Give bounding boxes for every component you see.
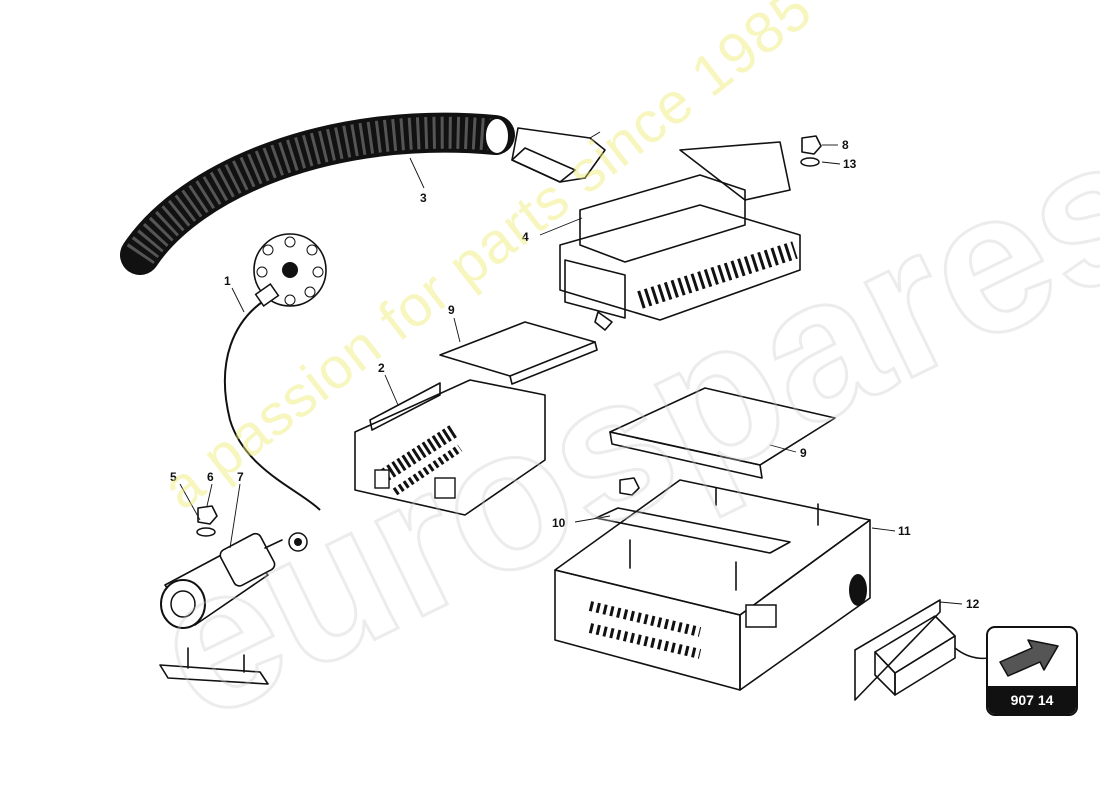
nut-8	[801, 135, 822, 155]
washer-13	[800, 157, 820, 167]
callout-1: 1	[224, 274, 231, 288]
control-unit	[559, 141, 801, 331]
callout-9-lower: 9	[800, 446, 807, 460]
callout-8: 8	[842, 138, 849, 152]
callout-10: 10	[552, 516, 566, 530]
callout-9-upper: 9	[448, 303, 455, 317]
chassis-box	[554, 479, 871, 691]
callout-2: 2	[378, 361, 385, 375]
reference-code: 907 14	[988, 686, 1076, 714]
arrow-icon	[999, 639, 1059, 677]
callout-13: 13	[843, 157, 857, 171]
hose-nozzle	[511, 127, 606, 183]
mounting-plate-upper	[439, 321, 598, 385]
callout-4: 4	[522, 230, 529, 244]
relay-module	[854, 599, 1001, 701]
callout-5: 5	[170, 470, 177, 484]
leader-lines	[179, 144, 963, 605]
callout-labels: 1 2 3 4 5 6 7 8 9 9 10 11 12 13	[170, 138, 980, 611]
reference-badge: 907 14	[986, 626, 1078, 716]
corrugated-hose	[120, 112, 515, 275]
distributor-cap-lead	[223, 233, 327, 552]
nut-6	[197, 505, 218, 525]
callout-12: 12	[966, 597, 980, 611]
mounting-bracket	[159, 647, 269, 685]
nut-10	[619, 477, 640, 496]
callout-3: 3	[420, 191, 427, 205]
callout-7: 7	[237, 470, 244, 484]
clamp-strap-10	[595, 507, 791, 554]
callout-6: 6	[207, 470, 214, 484]
ventilation-slots	[588, 601, 702, 659]
washer-5	[196, 527, 216, 537]
circuit-board-housing	[354, 379, 546, 516]
mounting-plate-lower	[609, 387, 836, 479]
callout-11: 11	[898, 524, 911, 538]
ignition-coil	[160, 532, 283, 629]
